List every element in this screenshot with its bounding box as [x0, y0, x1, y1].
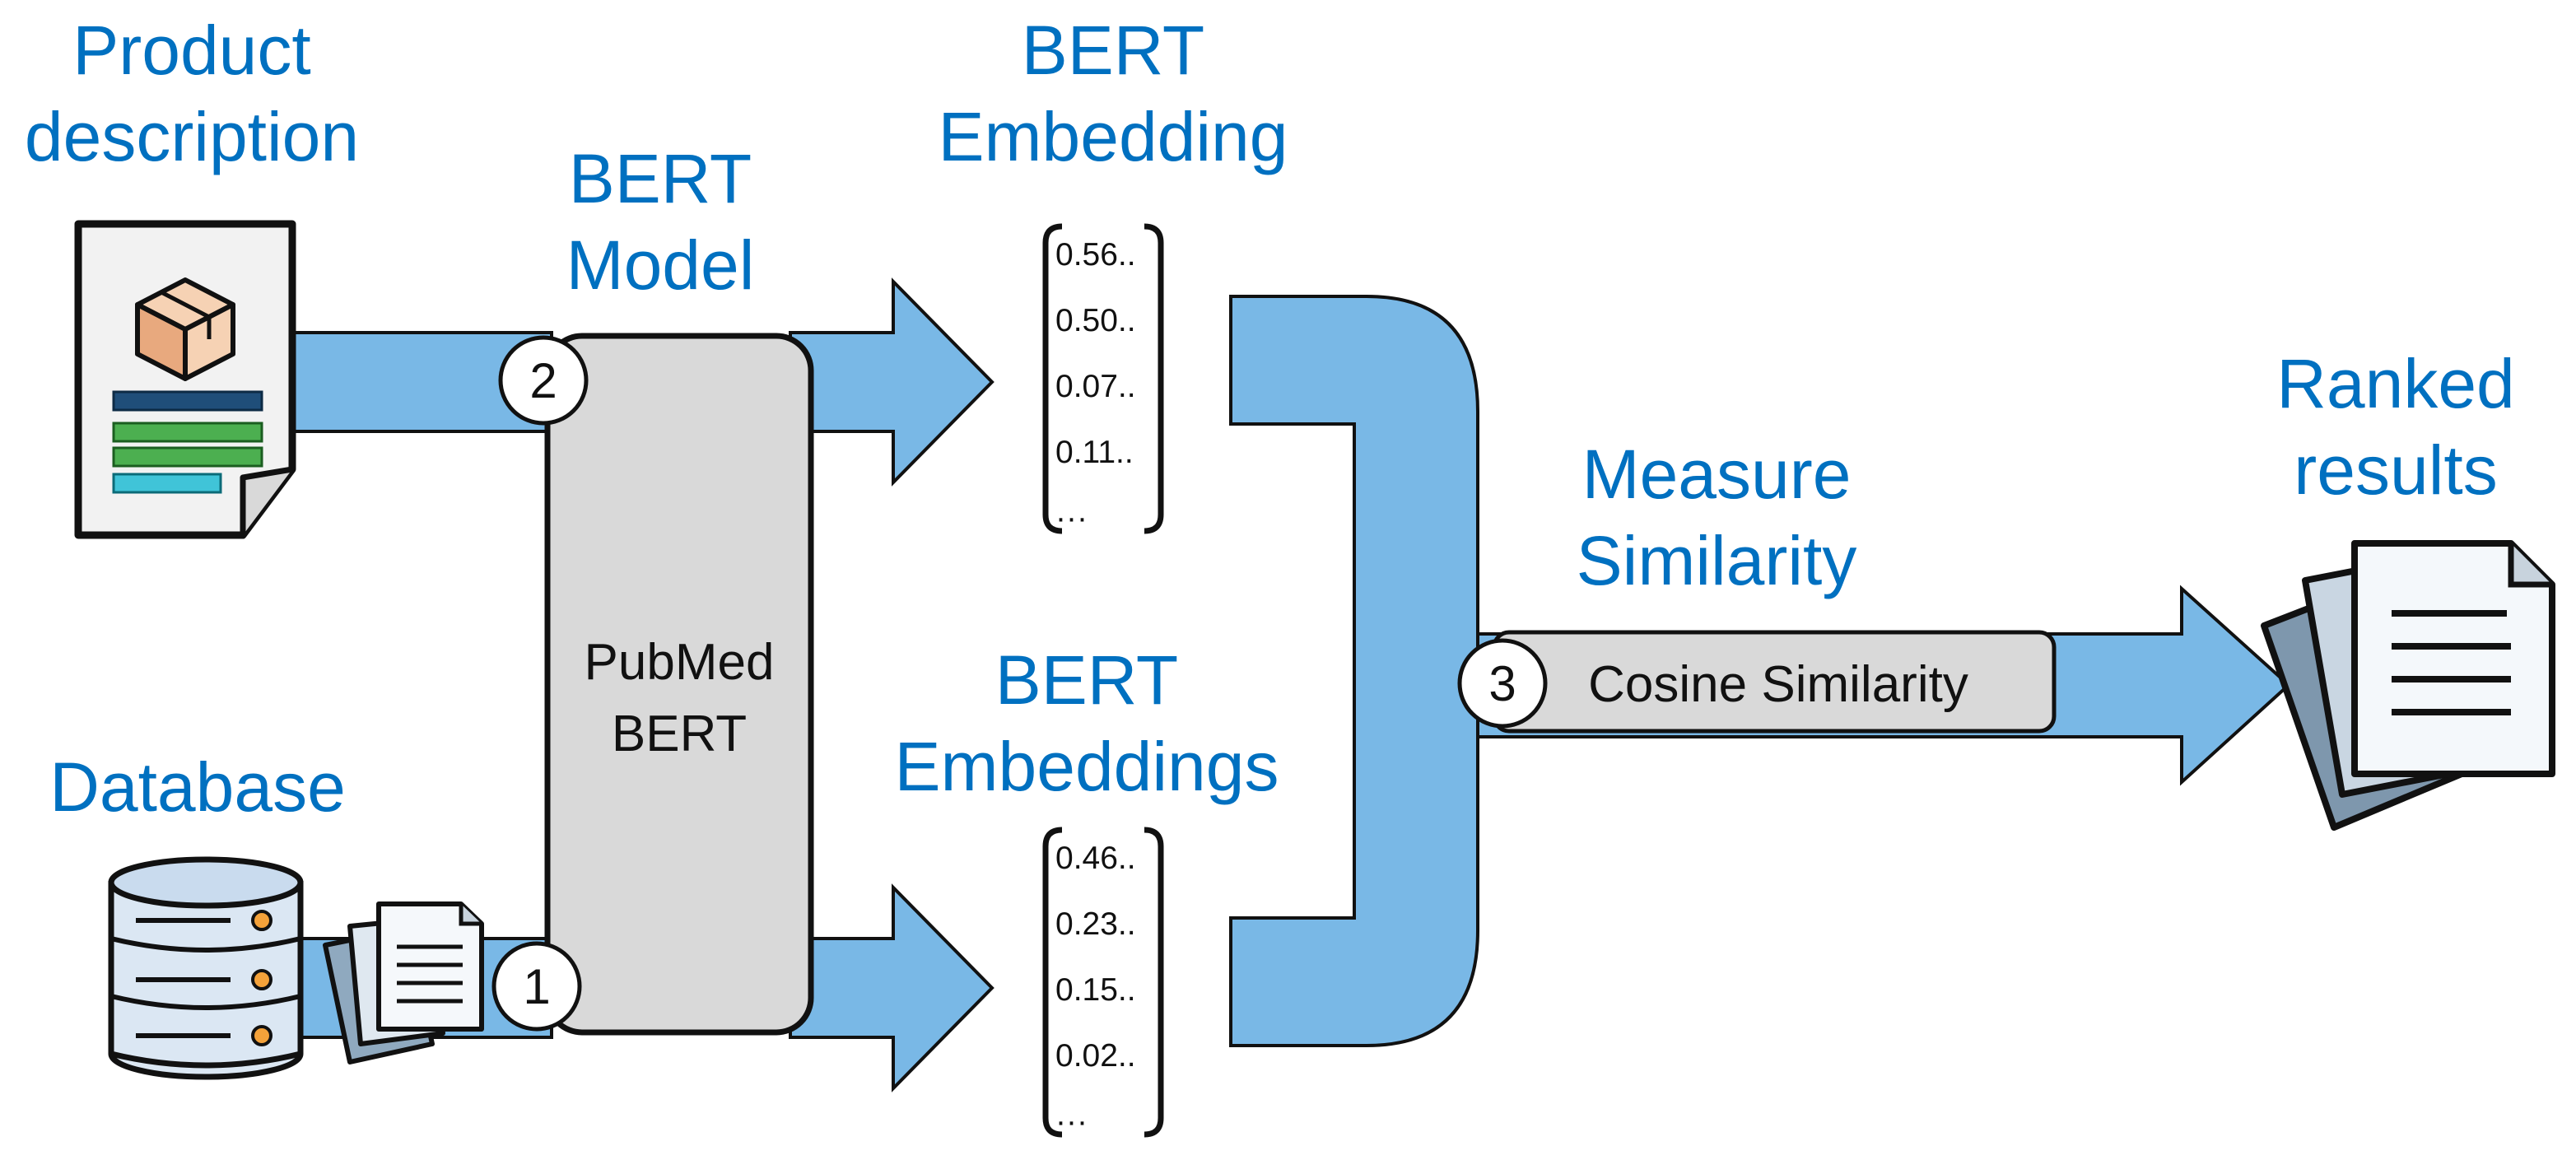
measure-label-line2: Similarity — [1577, 522, 1857, 599]
vector-top-value-1: 0.50.. — [1055, 303, 1136, 338]
bert-embeddings-label-line2: Embeddings — [895, 728, 1279, 805]
bert-embedding-label-line2: Embedding — [939, 98, 1288, 175]
vector-bottom: 0.46.. 0.23.. 0.15.. 0.02.. ··· — [1042, 827, 1164, 1139]
bert-embeddings-label-line1: BERT — [995, 641, 1179, 719]
vector-bottom-values: 0.46.. 0.23.. 0.15.. 0.02.. ··· — [1055, 841, 1136, 1139]
ranked-label-line1: Ranked — [2276, 345, 2515, 422]
model-box-line2: BERT — [612, 706, 747, 762]
vector-top: 0.56.. 0.50.. 0.07.. 0.11.. ··· — [1042, 223, 1164, 536]
vector-bottom-value-0: 0.46.. — [1055, 841, 1136, 876]
vector-top-value-2: 0.07.. — [1055, 369, 1136, 404]
step-2-number: 2 — [529, 353, 557, 408]
database-icon — [108, 856, 304, 1080]
vector-top-value-0: 0.56.. — [1055, 237, 1136, 273]
step-3-number: 3 — [1488, 656, 1516, 711]
bert-model-label-line2: Model — [566, 226, 755, 304]
step-1-number: 1 — [523, 959, 550, 1014]
vector-top-value-4: ··· — [1055, 501, 1088, 536]
bottom-embedding-arrow — [789, 883, 995, 1092]
package-icon — [135, 277, 235, 381]
model-box: PubMed BERT — [544, 333, 814, 1036]
measure-label-line1: Measure — [1582, 436, 1852, 513]
bert-embedding-label-line1: BERT — [1022, 12, 1205, 89]
vector-top-value-3: 0.11.. — [1055, 435, 1134, 470]
product-label-line1: Product — [72, 12, 311, 89]
vector-bottom-value-2: 0.15.. — [1055, 972, 1136, 1008]
cosine-box-label: Cosine Similarity — [1588, 656, 1968, 713]
bert-model-label-line1: BERT — [569, 140, 752, 217]
database-label: Database — [49, 748, 346, 826]
vector-bottom-value-4: ··· — [1055, 1104, 1088, 1139]
cosine-box: Cosine Similarity — [1492, 630, 2057, 734]
vector-top-values: 0.56.. 0.50.. 0.07.. 0.11.. ··· — [1055, 237, 1136, 536]
model-box-line1: PubMed — [585, 634, 775, 691]
product-label-line2: description — [25, 98, 359, 175]
ranked-documents-icon — [2261, 540, 2555, 831]
step-2-badge: 2 — [498, 335, 589, 426]
top-embedding-arrow — [789, 277, 995, 487]
merge-connector — [1229, 295, 1479, 1047]
vector-bottom-value-3: 0.02.. — [1055, 1038, 1136, 1074]
documents-stack-icon — [323, 901, 484, 1064]
step-3-badge: 3 — [1457, 638, 1548, 729]
step-1-badge: 1 — [491, 941, 582, 1032]
ranked-label-line2: results — [2294, 431, 2497, 509]
vector-bottom-value-1: 0.23.. — [1055, 906, 1136, 942]
